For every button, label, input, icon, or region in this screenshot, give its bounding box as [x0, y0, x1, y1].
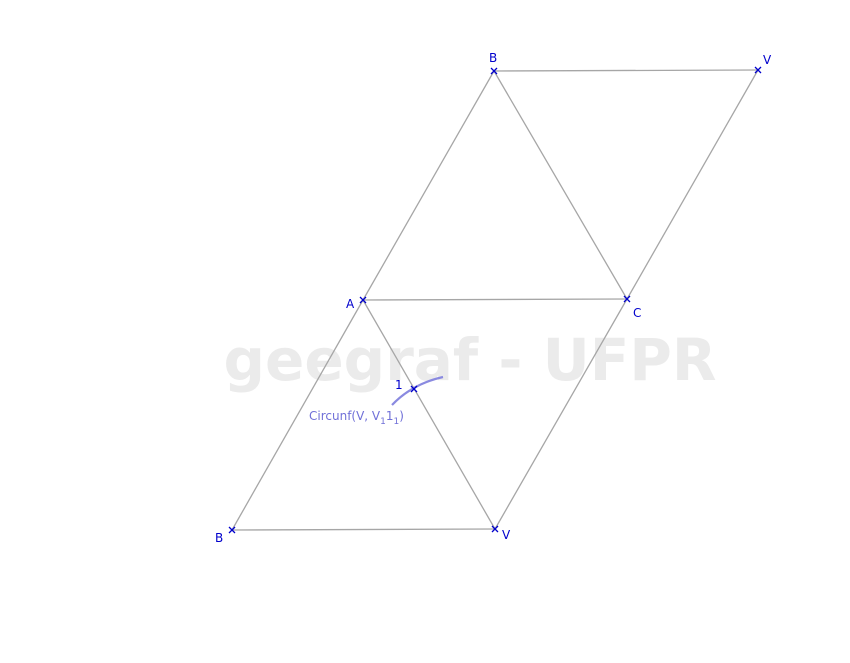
circunf-label-sub1: 1: [380, 417, 386, 427]
segment-b-bottom-v-bottom[interactable]: [231, 528, 496, 531]
segment-b-top-v-top[interactable]: [493, 69, 759, 72]
segment-a-v-bottom[interactable]: [362, 299, 496, 530]
point-label-b-bottom: B: [215, 531, 223, 545]
point-v-top[interactable]: V: [754, 53, 772, 74]
point-marker-icon: [410, 385, 418, 393]
segment-b-top-a[interactable]: [362, 70, 495, 301]
segment-a-c[interactable]: [362, 298, 628, 301]
segment-b-top-c[interactable]: [493, 70, 628, 300]
point-label-a: A: [346, 297, 355, 311]
point-label-v-top: V: [763, 53, 772, 67]
circunf-label-mid: 1: [386, 409, 394, 423]
segment-c-v-bottom[interactable]: [494, 298, 628, 530]
point-c[interactable]: C: [623, 295, 641, 320]
point-label-c: C: [633, 306, 641, 320]
point-label-one: 1: [395, 378, 403, 392]
point-marker-icon: [754, 66, 762, 74]
circunf-label-suffix: ): [399, 409, 404, 423]
point-marker-icon: [491, 525, 499, 533]
segments: [231, 69, 759, 531]
circunf-label-prefix: Circunf(V, V: [309, 409, 381, 423]
circunf-label: Circunf(V, V111): [309, 409, 404, 427]
circunf-label-sub2: 1: [394, 417, 400, 427]
point-label-v-bottom: V: [502, 528, 511, 542]
point-b-bottom[interactable]: B: [215, 526, 236, 545]
point-marker-icon: [623, 295, 631, 303]
point-v-bottom[interactable]: V: [491, 525, 511, 542]
point-a[interactable]: A: [346, 296, 367, 311]
point-marker-icon: [359, 296, 367, 304]
point-label-b-top: B: [489, 51, 497, 65]
point-one[interactable]: 1: [395, 378, 418, 393]
segment-v-top-c[interactable]: [626, 69, 759, 300]
point-marker-icon: [228, 526, 236, 534]
segment-a-b-bottom[interactable]: [231, 299, 364, 531]
point-b-top[interactable]: B: [489, 51, 498, 75]
watermark-text: geegraf - UFPR: [223, 326, 716, 394]
point-marker-icon: [490, 67, 498, 75]
